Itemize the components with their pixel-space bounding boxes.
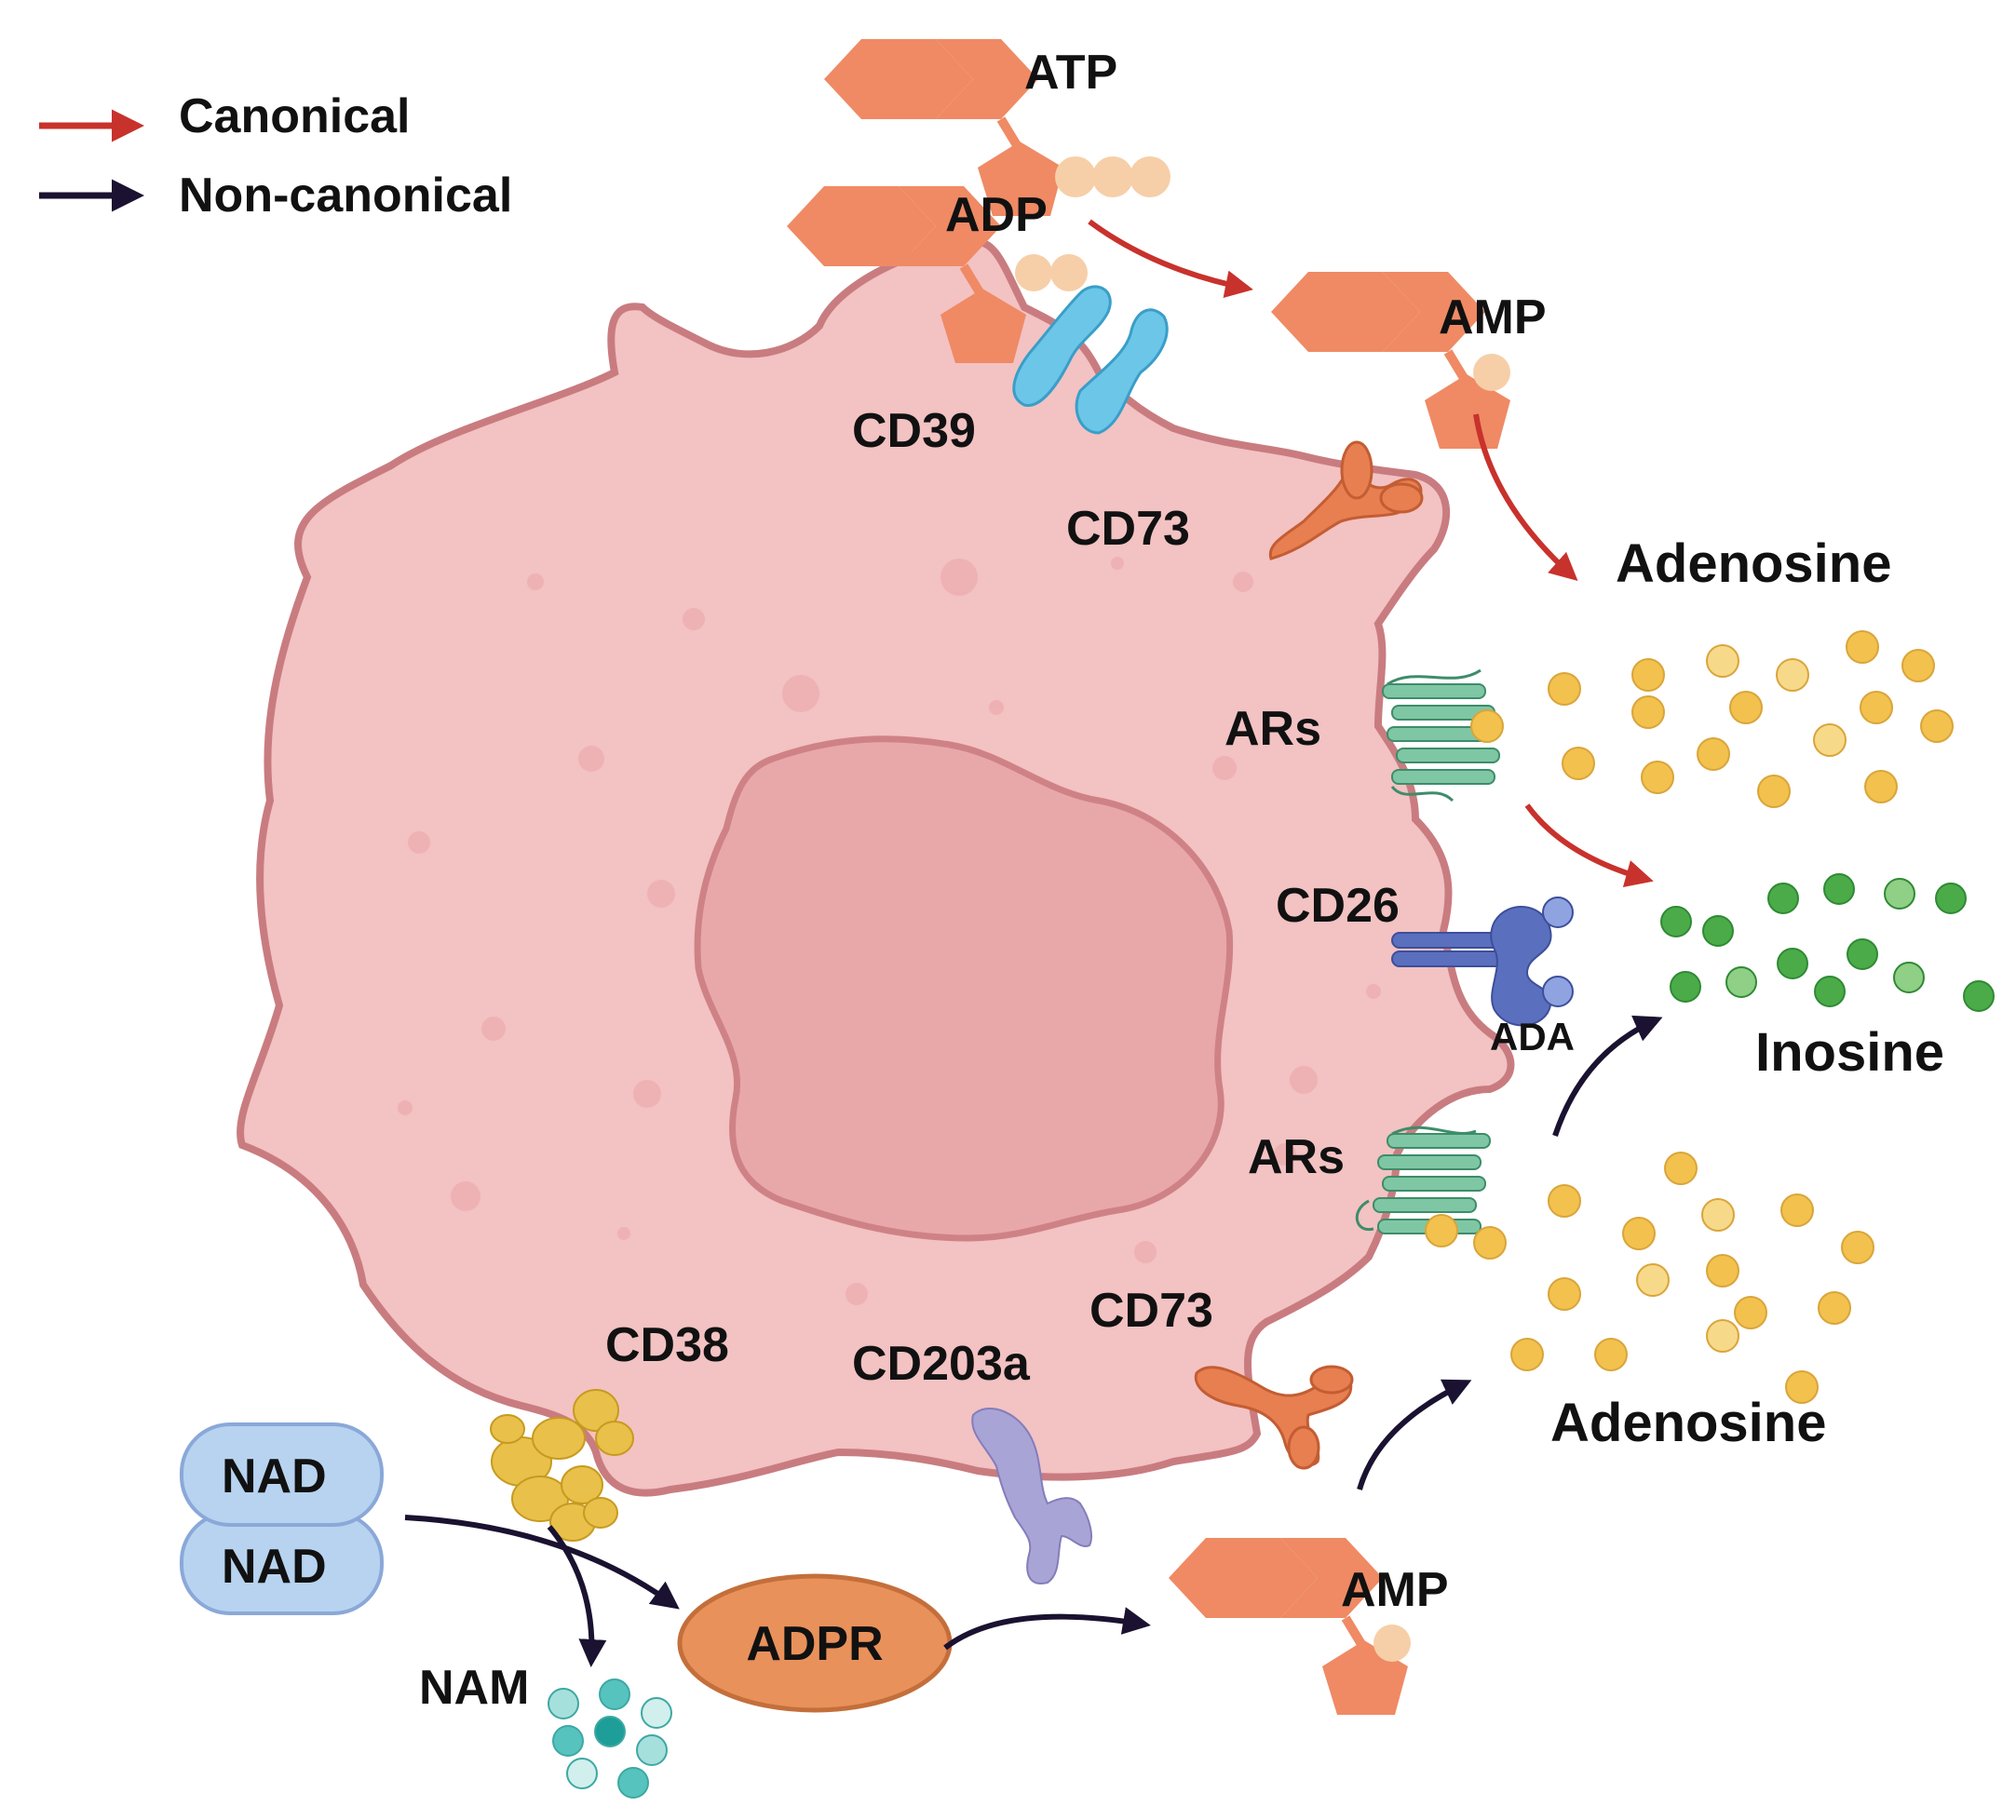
adpr-label: ADPR [746, 1617, 883, 1671]
legend-canonical: Canonical [179, 89, 411, 143]
cd73-bottom-enzyme [1194, 1365, 1354, 1470]
adenosine-receptor-bottom [1355, 1126, 1491, 1247]
cd73-top-enzyme [1268, 440, 1424, 560]
cd73-bottom-label: CD73 [1089, 1284, 1213, 1338]
nam-cluster [548, 1678, 672, 1799]
ars-top-label: ARs [1224, 702, 1321, 756]
cd26-enzyme [1391, 932, 1505, 967]
nad-label-1: NAD [222, 1449, 327, 1503]
adenosine-top-cluster [1548, 630, 1954, 808]
legend: Canonical Non-canonical [39, 89, 512, 222]
cd39-label: CD39 [852, 404, 976, 458]
ada-label: ADA [1490, 1015, 1575, 1058]
cd73-top-label: CD73 [1066, 502, 1190, 556]
nad-to-adpr-arrow [404, 1515, 680, 1610]
amp-top-molecule [1271, 272, 1510, 449]
inosine-cluster [1660, 873, 1995, 1012]
amp-to-adenosine-arrow [1473, 413, 1578, 581]
legend-non-canonical: Non-canonical [179, 169, 512, 222]
ada-enzyme [1490, 897, 1574, 1027]
adenosine-bottom-cluster [1473, 1152, 1874, 1404]
amp-top-label: AMP [1439, 290, 1547, 344]
amp-to-adenosine-noncanonical-arrow [1357, 1379, 1472, 1490]
adenosine-bottom-label: Adenosine [1550, 1393, 1827, 1453]
adp-molecule [787, 186, 1088, 363]
adp-label: ADP [945, 188, 1048, 242]
nad-box-1 [180, 1422, 384, 1527]
cd26-label: CD26 [1276, 879, 1400, 933]
cd38-label: CD38 [605, 1318, 729, 1372]
nad-label-2: NAD [222, 1540, 327, 1594]
nad-stack [180, 1422, 384, 1615]
adenosine-to-inosine-noncanonical-arrow [1552, 1015, 1663, 1137]
cytoplasm-speckles [398, 557, 1381, 1305]
amp-bottom-molecule [1169, 1538, 1411, 1715]
adenosine-to-inosine-arrow [1524, 803, 1654, 888]
nam-label: NAM [419, 1661, 529, 1715]
adpr-to-amp-arrow [943, 1607, 1151, 1651]
amp-bottom-label: AMP [1341, 1563, 1449, 1617]
cd203a-enzyme [971, 1407, 1092, 1584]
cd38-enzyme [490, 1389, 634, 1542]
nucleus [694, 735, 1234, 1242]
adenosine-receptor-top [1382, 668, 1504, 802]
adp-to-amp-arrow [1088, 219, 1253, 298]
inosine-label: Inosine [1755, 1022, 1944, 1083]
atp-molecule [824, 39, 1170, 216]
cd203a-label: CD203a [852, 1337, 1031, 1391]
adenosine-top-label: Adenosine [1616, 533, 1892, 594]
atp-label: ATP [1024, 46, 1117, 100]
cd39-enzyme [1012, 285, 1169, 435]
ars-bottom-label: ARs [1248, 1130, 1345, 1184]
nad-to-nam-arrow [547, 1525, 607, 1667]
